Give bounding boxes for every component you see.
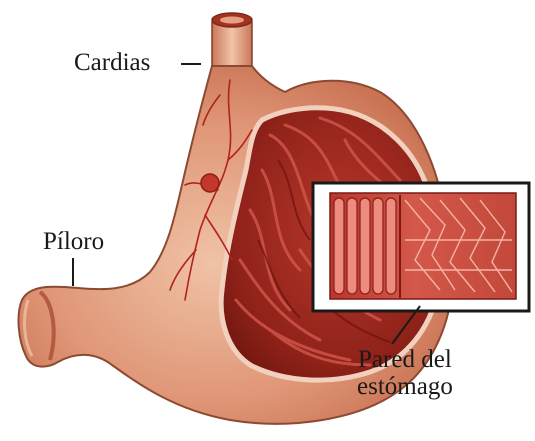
wall-inset — [313, 183, 529, 311]
pared-label-line1: Pared del — [357, 346, 453, 373]
pared-label: Pared del estómago — [357, 346, 453, 400]
cardias-label: Cardias — [74, 49, 150, 76]
mucosa-layer — [334, 198, 396, 294]
vessel-node — [201, 174, 219, 192]
piloro-label: Píloro — [43, 228, 104, 255]
esophagus — [212, 13, 252, 70]
pared-label-line2: estómago — [357, 373, 453, 400]
